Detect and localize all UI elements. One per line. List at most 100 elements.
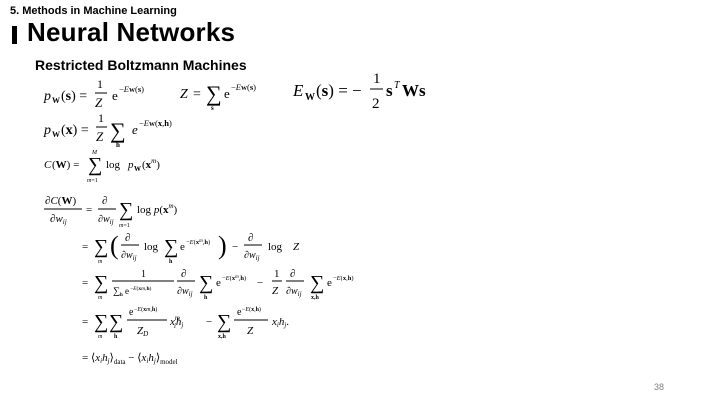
svg-text:Z: Z: [96, 129, 104, 144]
svg-text:−EW(s): −EW(s): [231, 82, 256, 92]
svg-text:Z: Z: [293, 241, 300, 253]
svg-text:): ): [218, 231, 227, 260]
svg-text:∑: ∑: [310, 272, 324, 294]
svg-text:e: e: [224, 86, 230, 101]
svg-text:−E(xm,h): −E(xm,h): [130, 285, 152, 292]
svg-text:−E(x,h): −E(x,h): [242, 306, 261, 313]
svg-text:∑: ∑: [199, 272, 213, 294]
svg-text:W: W: [52, 130, 60, 139]
svg-text:Z: Z: [272, 285, 279, 297]
svg-text:Ws: Ws: [402, 81, 426, 100]
svg-text:h: h: [169, 259, 173, 265]
svg-text:log: log: [268, 241, 283, 253]
svg-text:−EW(x,h): −EW(x,h): [139, 118, 172, 128]
page-number: 38: [654, 382, 665, 392]
svg-text:m: m: [98, 259, 103, 265]
svg-text:−EW(s): −EW(s): [119, 84, 144, 94]
svg-text:(xm): (xm): [142, 157, 160, 171]
svg-text:∂wij: ∂wij: [286, 286, 302, 298]
svg-text:∂wij: ∂wij: [177, 286, 193, 298]
section-label: 5. Methods in Machine Learning: [10, 5, 177, 17]
svg-text:(s) =: (s) =: [61, 89, 87, 104]
svg-text:∂: ∂: [102, 195, 107, 207]
svg-text:= ⟨xihj⟩data − ⟨xihj⟩model: = ⟨xihj⟩data − ⟨xihj⟩model: [82, 352, 178, 366]
equation-cost: C (W) = ∑ M m=1 log p W (xm): [44, 150, 160, 184]
svg-text:∑: ∑: [94, 236, 108, 258]
svg-text:s: s: [211, 104, 214, 112]
svg-text:M: M: [91, 150, 98, 156]
svg-text:Z: Z: [180, 87, 188, 102]
svg-text:C: C: [44, 159, 52, 171]
svg-text:∂wij: ∂wij: [50, 213, 67, 226]
svg-text:−E(x,h): −E(x,h): [333, 275, 354, 282]
svg-text:∂wij: ∂wij: [98, 214, 114, 226]
svg-text:−E(xm,h): −E(xm,h): [134, 306, 157, 313]
svg-text:m: m: [98, 334, 103, 340]
svg-text:e: e: [125, 286, 129, 296]
svg-text:∑: ∑: [113, 286, 120, 297]
svg-text:e: e: [216, 277, 221, 289]
svg-text:m=1: m=1: [119, 223, 130, 229]
svg-text:e: e: [132, 122, 138, 137]
equation-step-2: = ∑ m 1 ∑ h e −E(xm,h) ∂ ∂wij ∑ h e −E(x…: [82, 268, 354, 301]
svg-text:1: 1: [274, 268, 280, 280]
svg-text:Z: Z: [247, 325, 254, 337]
svg-text:∑: ∑: [206, 81, 222, 106]
svg-text:log: log: [106, 159, 121, 171]
svg-text:∂: ∂: [181, 268, 186, 280]
svg-text:log: log: [144, 241, 159, 253]
svg-text:=: =: [82, 277, 88, 289]
svg-text:∂: ∂: [290, 268, 295, 280]
svg-text:h: h: [114, 334, 118, 340]
svg-text:e: e: [129, 307, 134, 318]
svg-text:∑: ∑: [217, 311, 231, 333]
svg-text:W: W: [134, 165, 141, 173]
svg-text:W: W: [305, 92, 315, 103]
svg-text:x,h: x,h: [218, 334, 227, 340]
svg-text:∑: ∑: [119, 199, 133, 221]
svg-text:h: h: [120, 293, 123, 298]
svg-text:e: e: [237, 307, 242, 318]
svg-text:h: h: [116, 141, 120, 149]
svg-text:∑: ∑: [164, 236, 178, 258]
svg-text:s: s: [386, 81, 393, 100]
equation-energy: E W (s) = − 1 2 s T Ws: [292, 71, 426, 112]
svg-text:∑: ∑: [109, 311, 123, 333]
equation-p-of-x: p W (x) = 1 Z ∑ h e −EW(x,h): [43, 111, 172, 149]
svg-text:−: −: [257, 277, 263, 289]
svg-text:(s) = −: (s) = −: [316, 81, 362, 100]
svg-text:∂wij: ∂wij: [244, 250, 260, 262]
page-title: Neural Networks: [27, 17, 236, 47]
svg-text:x,h: x,h: [311, 295, 320, 301]
svg-text:e: e: [112, 88, 118, 103]
svg-text:∂: ∂: [248, 232, 253, 244]
equation-step-1: = ∑ m ( ∂ ∂wij log ∑ h e −E(xm,h) ) − ∂ …: [82, 231, 300, 265]
svg-text:−E(xm,h): −E(xm,h): [186, 239, 210, 246]
svg-text:(: (: [110, 231, 119, 260]
svg-text:=: =: [82, 316, 88, 328]
svg-text:p: p: [43, 123, 51, 138]
svg-text:T: T: [394, 80, 401, 91]
svg-text:∑: ∑: [94, 311, 108, 333]
svg-text:Z: Z: [95, 95, 103, 110]
svg-text:(W) =: (W) =: [52, 159, 79, 171]
svg-text:=: =: [193, 87, 201, 102]
svg-text:∑: ∑: [110, 118, 126, 143]
svg-text:=: =: [82, 241, 88, 253]
svg-text:log p(xm): log p(xm): [137, 202, 178, 216]
svg-text:xihj.: xihj.: [271, 316, 289, 329]
svg-text:ZD: ZD: [137, 325, 148, 338]
equation-p-of-s: p W (s) = 1 Z e −EW(s): [43, 77, 144, 110]
svg-text:∑: ∑: [94, 272, 108, 294]
svg-text:1: 1: [141, 269, 146, 280]
equation-result: = ⟨xihj⟩data − ⟨xihj⟩model: [82, 352, 178, 366]
title-bar: [12, 26, 17, 44]
svg-text:e: e: [327, 277, 332, 289]
svg-text:1: 1: [97, 77, 103, 91]
svg-text:p: p: [43, 89, 51, 104]
svg-text:e: e: [180, 241, 185, 253]
svg-text:p: p: [127, 159, 134, 171]
svg-text:=: =: [86, 204, 92, 216]
svg-text:−: −: [206, 316, 212, 328]
